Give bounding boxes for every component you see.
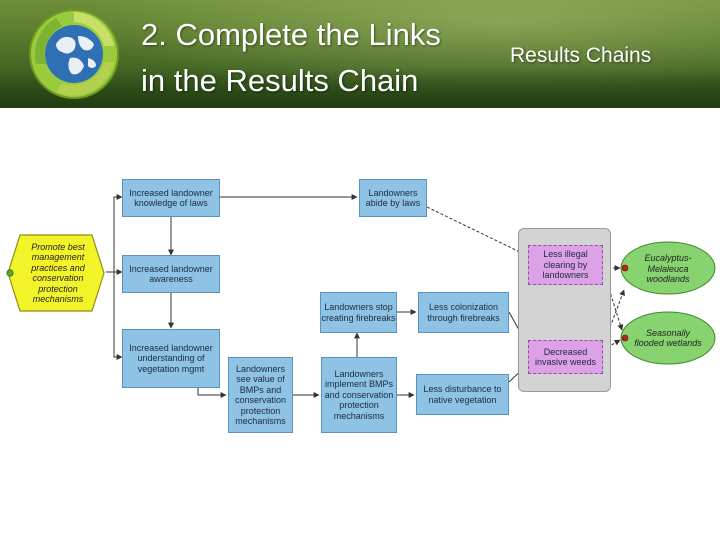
strategy-label: Promote best management practices and co… xyxy=(31,241,85,305)
result-abide-by-laws[interactable]: Landowners abide by laws xyxy=(359,179,427,217)
header-banner: 2. Complete the Links in the Results Cha… xyxy=(0,0,720,108)
target-wetlands-shape xyxy=(620,311,716,365)
result-increased-understanding[interactable]: Increased landowner understanding of veg… xyxy=(122,329,220,388)
result-less-disturbance[interactable]: Less disturbance to native vegetation xyxy=(416,374,509,415)
header-grass xyxy=(0,68,720,108)
result-stop-firebreaks[interactable]: Landowners stop creating firebreaks xyxy=(320,292,397,333)
result-increased-awareness[interactable]: Increased landowner awareness xyxy=(122,255,220,293)
section-subtitle: Results Chains xyxy=(510,44,652,67)
title-line-2: in the Results Chain xyxy=(141,63,419,98)
result-increased-knowledge[interactable]: Increased landowner knowledge of laws xyxy=(122,179,220,217)
link-weeds-wetlands xyxy=(602,339,621,351)
target-woodlands-shape xyxy=(620,241,716,295)
result-less-colonization[interactable]: Less colonization through firebreaks xyxy=(418,292,509,333)
target-woodlands-label[interactable]: Eucalyptus-Melaleuca woodlands xyxy=(644,253,692,285)
link-abide-clearing xyxy=(426,206,527,256)
target-wetlands-marker-icon xyxy=(621,334,629,342)
link-strategy-understanding xyxy=(106,271,123,360)
threat-less-clearing[interactable]: Less illegal clearing by landowners xyxy=(528,245,603,285)
page-title: 2. Complete the Links in the Results Cha… xyxy=(141,12,441,104)
threat-decreased-weeds[interactable]: Decreased invasive weeds xyxy=(528,340,603,374)
strategy-hexagon[interactable] xyxy=(6,233,106,313)
target-wetlands-label[interactable]: Seasonally flooded wetlands xyxy=(634,327,702,349)
title-line-1: 2. Complete the Links xyxy=(141,17,441,52)
link-understanding-seevalue xyxy=(197,388,227,398)
result-implement-bmps[interactable]: Landowners implement BMPs and conservati… xyxy=(321,357,397,433)
result-see-value[interactable]: Landowners see value of BMPs and conserv… xyxy=(228,357,293,433)
globe-logo-icon xyxy=(29,9,119,99)
target-woodlands-marker-icon xyxy=(621,264,629,272)
